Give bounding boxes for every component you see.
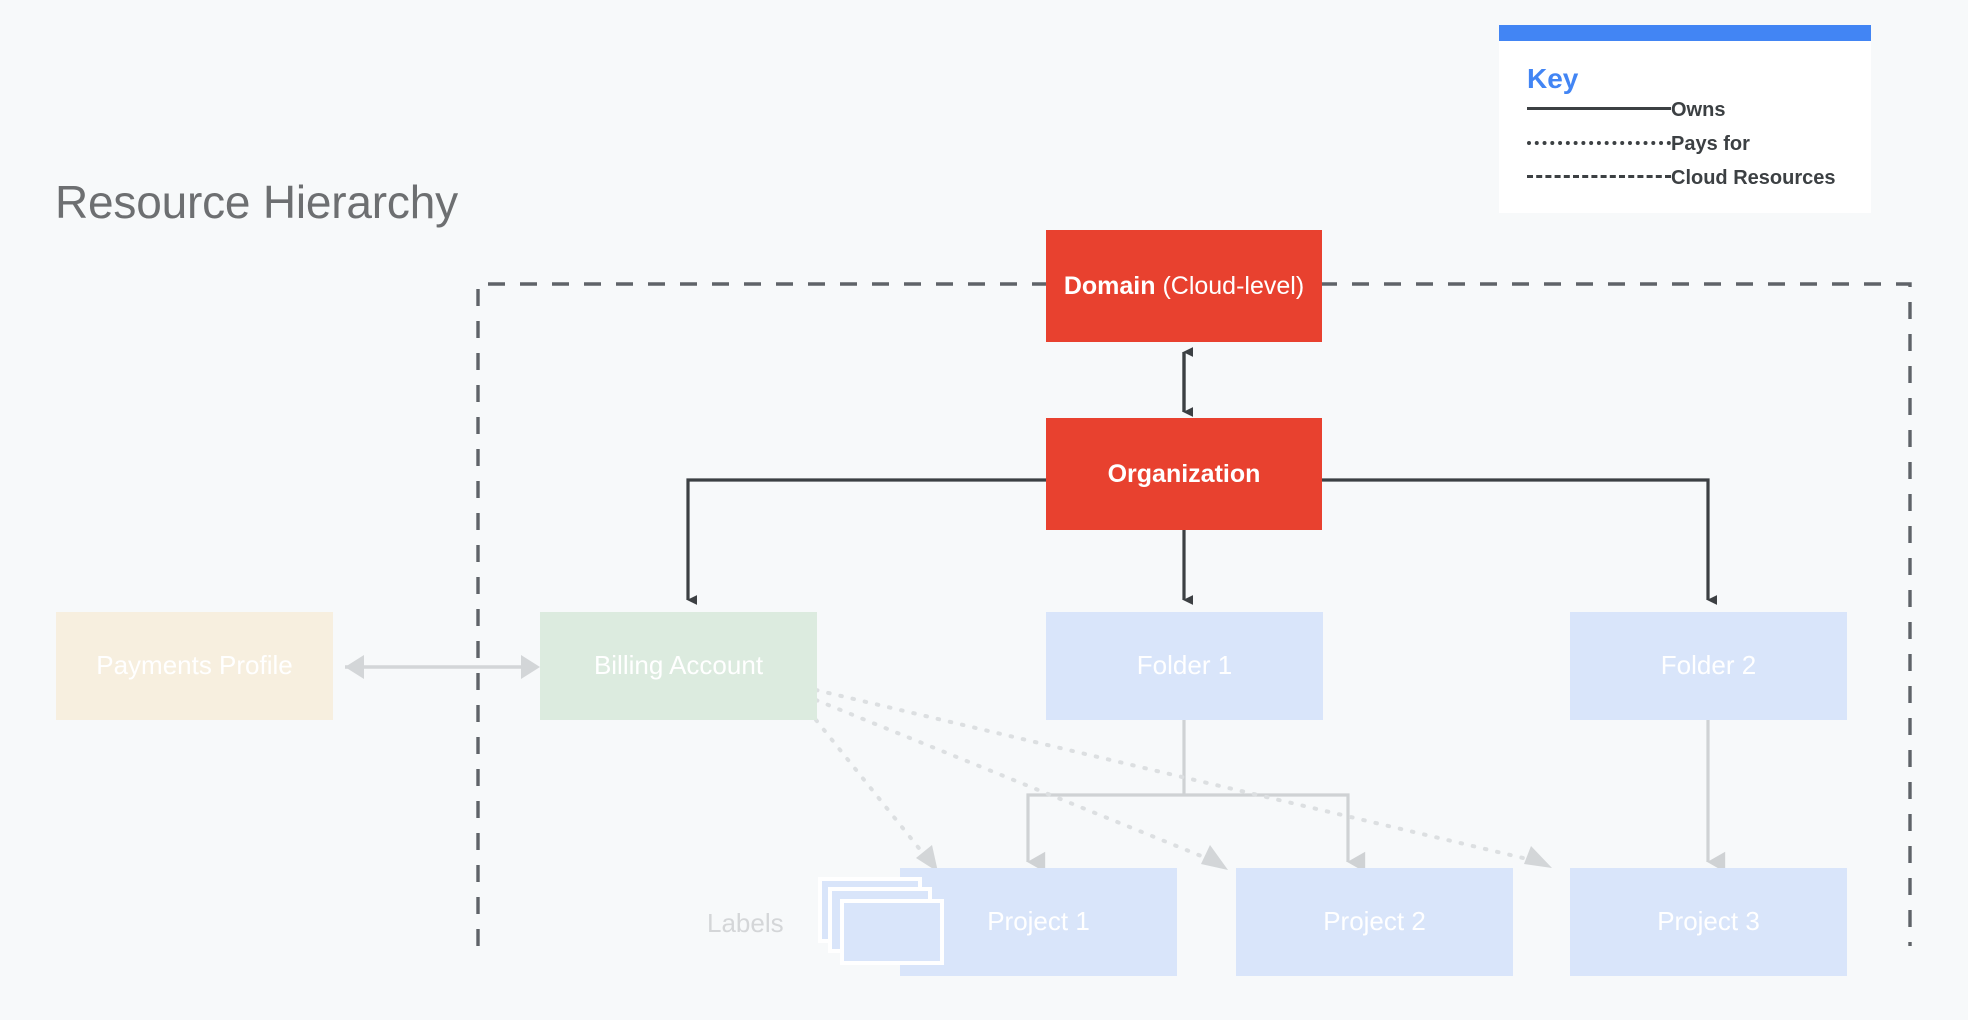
node-domain-label-light: (Cloud-level)	[1155, 272, 1305, 300]
key-row-owns: Owns	[1527, 97, 1871, 131]
key-label-owns: Owns	[1671, 99, 1726, 121]
labels-stack-icon[interactable]	[818, 877, 946, 965]
node-project-3-label: Project 3	[1657, 906, 1760, 937]
node-folder-2-label: Folder 2	[1660, 650, 1757, 681]
key-row-pays-for: Pays for	[1527, 131, 1871, 165]
arrow-head-pays-project2	[1201, 845, 1228, 870]
key-title: Key	[1527, 63, 1579, 94]
edge-folder1-project1	[1026, 793, 1184, 873]
arrow-head-pays-project3	[1524, 846, 1552, 868]
node-project-1[interactable]: Project 1	[900, 868, 1177, 976]
node-domain-label: Domain (Cloud-level)	[1064, 271, 1304, 301]
node-folder-2[interactable]: Folder 2	[1570, 612, 1847, 720]
key-row-cloud-resources: Cloud Resources	[1527, 165, 1871, 199]
node-project-3[interactable]: Project 3	[1570, 868, 1847, 976]
node-payments-profile[interactable]: Payments Profile	[56, 612, 333, 720]
arrow-head-billing-right	[521, 655, 540, 679]
dotted-line-icon	[1527, 131, 1671, 153]
node-payments-profile-label: Payments Profile	[96, 650, 293, 681]
key-label-pays-for: Pays for	[1671, 133, 1750, 155]
node-folder-1[interactable]: Folder 1	[1046, 612, 1323, 720]
edge-organization-folder2	[1322, 478, 1717, 605]
labels-card-front	[840, 899, 944, 965]
page-title: Resource Hierarchy	[55, 176, 458, 228]
node-domain-label-strong: Domain	[1063, 272, 1156, 300]
key-rows: Owns Pays for Cloud Resources	[1499, 97, 1871, 199]
arrow-head-payments-left	[345, 655, 364, 679]
edge-folder1-project2	[1184, 793, 1366, 873]
edge-organization-billing	[686, 478, 1046, 605]
solid-line-icon	[1527, 97, 1671, 119]
edge-billing-pays-project2	[814, 698, 1218, 864]
labels-caption: Labels	[707, 908, 784, 938]
dashed-line-icon	[1527, 165, 1671, 187]
key-accent-bar	[1499, 25, 1871, 41]
node-folder-1-label: Folder 1	[1136, 650, 1233, 681]
node-organization[interactable]: Organization	[1046, 418, 1322, 530]
node-project-1-label: Project 1	[987, 906, 1090, 937]
node-organization-label: Organization	[1107, 460, 1261, 488]
node-project-2-label: Project 2	[1323, 906, 1426, 937]
node-domain[interactable]: Domain (Cloud-level)	[1046, 230, 1322, 342]
edge-billing-pays-project1	[814, 718, 932, 864]
node-project-2[interactable]: Project 2	[1236, 868, 1513, 976]
key-legend: Key Owns Pays for Cloud Resources	[1499, 25, 1871, 213]
key-label-cloud-resources: Cloud Resources	[1671, 167, 1836, 189]
node-billing-account[interactable]: Billing Account	[540, 612, 817, 720]
node-billing-account-label: Billing Account	[593, 650, 764, 681]
